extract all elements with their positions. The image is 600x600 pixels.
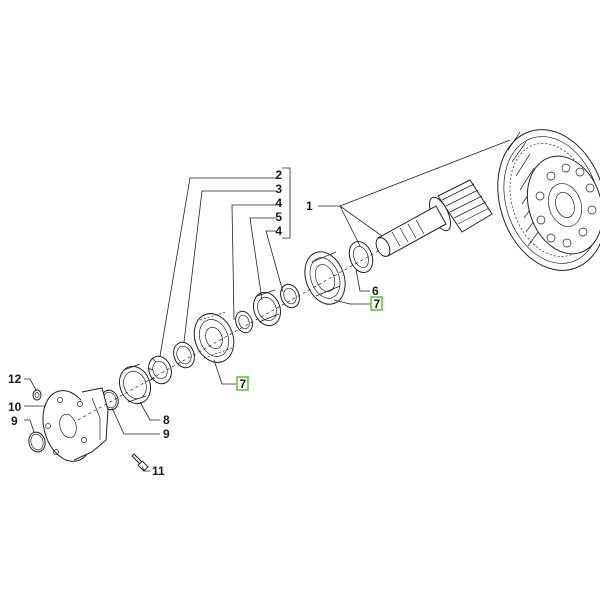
callout-7-lower-box (236, 376, 249, 391)
callout-4a: 4 (275, 196, 282, 210)
leader-lines (24, 139, 511, 472)
callout-7-lower: 7 (240, 377, 247, 391)
ring-4 (235, 310, 253, 334)
spacer-ring (280, 283, 300, 309)
callout-4b: 4 (275, 224, 282, 238)
bearing-7-lower (193, 311, 235, 363)
callout-12: 12 (8, 372, 22, 386)
ring-3 (173, 341, 195, 369)
nut-2 (147, 355, 172, 385)
callout-9-right: 9 (163, 427, 170, 441)
o-ring-9-left (28, 431, 46, 453)
callout-10: 10 (8, 400, 22, 414)
bearing-7-upper (304, 251, 346, 305)
flange-10 (42, 387, 109, 462)
callout-7-upper-box (370, 296, 383, 311)
callout-3: 3 (275, 182, 282, 196)
bolt-11 (131, 453, 149, 472)
callout-8: 8 (163, 413, 170, 427)
callout-labels: 1 2 3 4 5 4 6 7 7 8 9 10 9 12 11 (8, 168, 383, 478)
shim-6 (348, 241, 374, 273)
seal-8 (118, 363, 152, 405)
pinion-shaft (375, 179, 493, 257)
callout-6: 6 (372, 284, 379, 298)
callout-2: 2 (275, 168, 282, 182)
callout-5: 5 (275, 210, 282, 224)
washer-12 (32, 389, 42, 401)
ring-gear-assembly (497, 129, 600, 271)
callout-7-upper: 7 (374, 297, 381, 311)
bearing-race (252, 289, 282, 327)
callout-11: 11 (152, 464, 165, 478)
callout-9-left: 9 (11, 414, 18, 428)
callout-1: 1 (306, 199, 313, 213)
